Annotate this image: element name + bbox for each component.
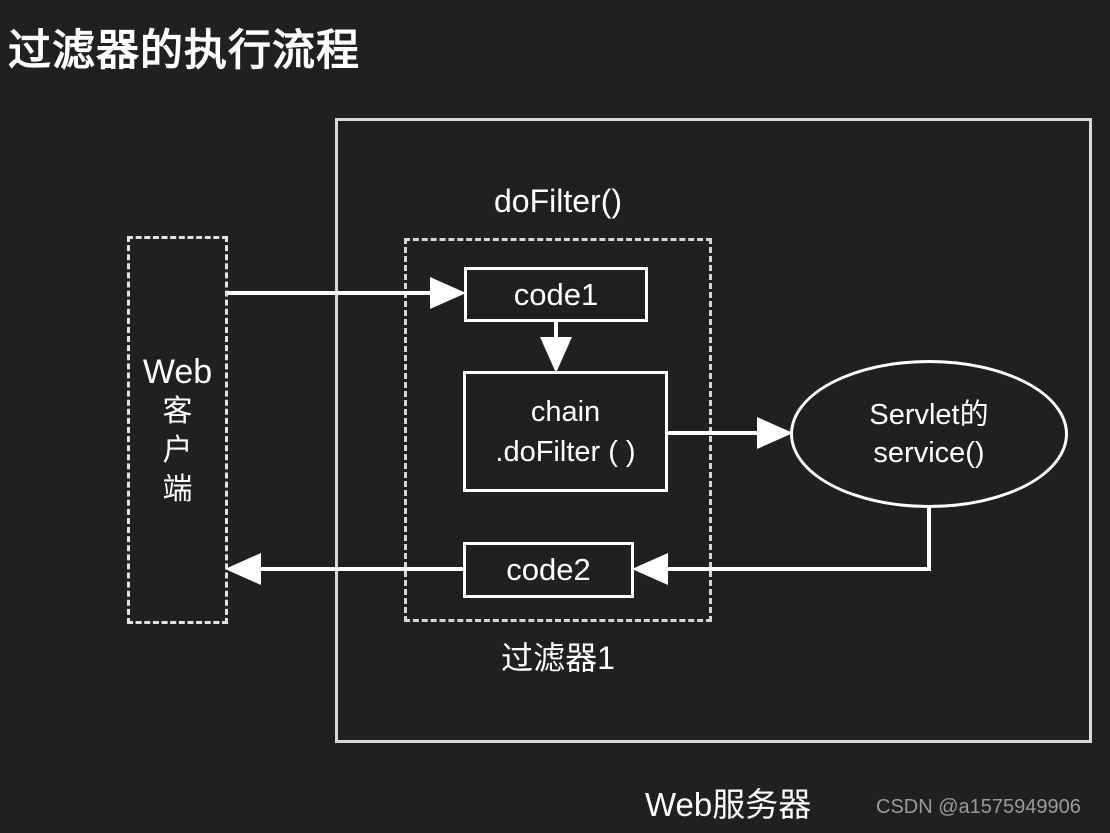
node-servlet-label-line1: Servlet的	[869, 399, 989, 431]
node-code1-label: code1	[513, 276, 599, 312]
node-code1: code1	[464, 267, 648, 322]
filter-1-caption: 过滤器1	[501, 640, 615, 676]
node-servlet-service: Servlet的 service()	[790, 360, 1068, 508]
web-client-latin-label: Web	[142, 352, 213, 391]
dofilter-label: doFilter()	[493, 183, 622, 219]
csdn-watermark: CSDN @a1575949906	[876, 796, 1081, 818]
web-client-box: Web 客 户 端	[127, 236, 228, 624]
page-title: 过滤器的执行流程	[8, 27, 360, 75]
web-client-char-3: 端	[162, 472, 193, 506]
web-client-char-2: 户	[162, 433, 193, 467]
node-chain-dofilter: chain .doFilter ( )	[463, 371, 668, 492]
node-code2: code2	[463, 542, 634, 598]
web-client-char-1: 客	[162, 394, 193, 428]
node-chain-label-line2: .doFilter ( )	[495, 435, 636, 468]
web-server-caption: Web服务器	[645, 786, 812, 823]
web-server-boundary	[335, 118, 1092, 743]
filter-1-box	[404, 238, 712, 622]
node-code2-label: code2	[506, 552, 591, 587]
node-servlet-label-line2: service()	[873, 437, 985, 469]
node-chain-label-line1: chain	[530, 395, 601, 428]
